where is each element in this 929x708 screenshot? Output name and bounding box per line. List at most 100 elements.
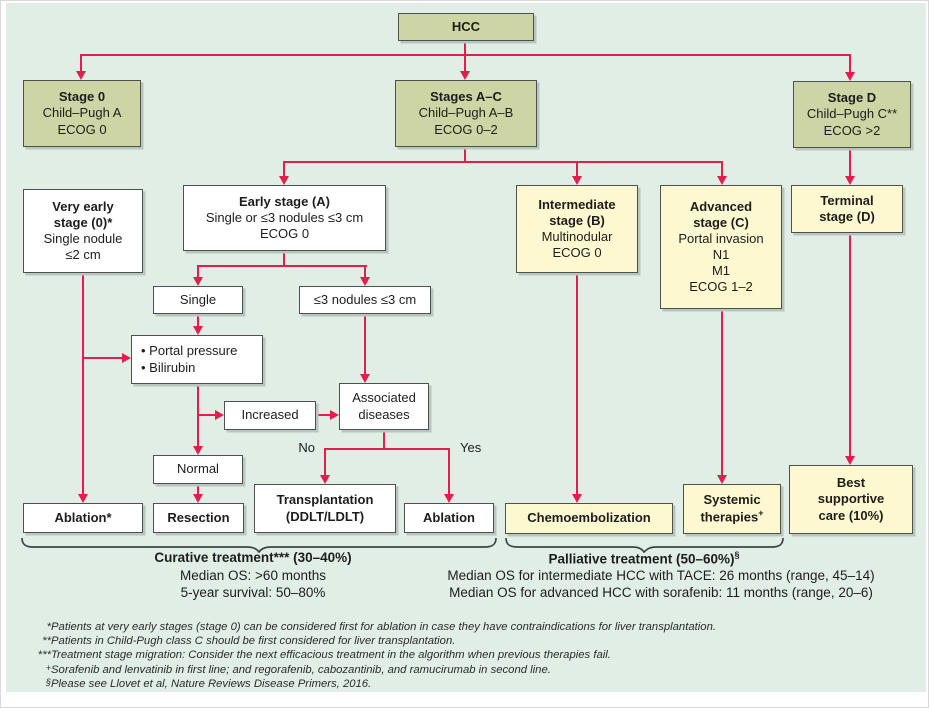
connector-line (81, 54, 851, 56)
connector-line (284, 161, 723, 163)
node-advanced-line: ECOG 1–2 (689, 279, 753, 295)
node-stage-0-line: Child–Pugh A (42, 105, 122, 121)
node-very-early-stage: Very early stage (0)* Single nodule ≤2 c… (23, 189, 143, 273)
node-portal-line: • Portal pressure (141, 343, 238, 359)
connector-line (383, 430, 385, 449)
node-hcc: HCC (398, 13, 534, 41)
connector-line (197, 314, 199, 327)
node-normal: Normal (153, 455, 243, 484)
node-3-nodules: ≤3 nodules ≤3 cm (299, 286, 431, 314)
arrowhead-icon (717, 176, 727, 185)
arrowhead-icon (360, 277, 370, 286)
footnote-text: Patients in Child-Pugh class C should be… (51, 635, 456, 648)
node-intermediate-title: Intermediate (538, 196, 616, 212)
connector-line (364, 265, 366, 278)
node-normal-label: Normal (177, 461, 219, 477)
curative-brace (21, 537, 497, 553)
connector-line (721, 309, 723, 476)
connector-line (576, 161, 578, 177)
node-very-early-title: Very early (52, 198, 114, 214)
connector-line (197, 265, 367, 267)
connector-line (448, 448, 450, 495)
node-resection: Resection (153, 503, 244, 533)
arrowhead-icon (845, 72, 855, 81)
node-stage-d: Stage D Child–Pugh C** ECOG >2 (793, 81, 911, 148)
connector-line (283, 161, 285, 177)
node-advanced-line: N1 (712, 247, 730, 262)
node-systemic-sup: + (758, 508, 764, 519)
palliative-title-sup: § (734, 550, 740, 560)
connector-line (464, 54, 466, 72)
node-systemic-therapies: Systemic therapies+ (683, 484, 781, 534)
connector-line (283, 251, 285, 266)
node-resection-label: Resection (167, 509, 230, 525)
footnote-double-asterisk: **Patients in Child-Pugh class C should … (27, 634, 911, 648)
node-advanced-line: Portal invasion (678, 230, 764, 246)
connector-line (849, 148, 851, 177)
arrowhead-icon (460, 71, 470, 80)
palliative-treatment-title: Palliative treatment (50–60%)§ (494, 550, 794, 567)
node-very-early-line: Single nodule (43, 231, 123, 246)
curative-median-os: Median OS: >60 months (180, 568, 326, 583)
node-early-line: Single or ≤3 nodules ≤3 cm (205, 209, 364, 225)
node-stage-d-title: Stage D (827, 90, 877, 106)
connector-line (464, 41, 466, 55)
node-very-early-title: stage (0)* (53, 214, 113, 230)
node-early-stage-a: Early stage (A) Single or ≤3 nodules ≤3 … (183, 185, 386, 251)
node-advanced-title: stage (C) (693, 214, 749, 230)
footnote-text: Treatment stage migration: Consider the … (51, 649, 611, 662)
arrowhead-icon (572, 176, 582, 185)
node-portal-pressure-bilirubin: • Portal pressure • Bilirubin (131, 335, 263, 384)
node-intermediate-stage-b: Intermediate stage (B) Multinodular ECOG… (516, 185, 638, 273)
node-very-early-line: ≤2 cm (65, 247, 101, 263)
node-hcc-label: HCC (451, 18, 481, 34)
node-stage-0: Stage 0 Child–Pugh A ECOG 0 (23, 80, 141, 147)
arrowhead-icon (193, 446, 203, 455)
footnote-text: Please see Llovet et al, Nature Reviews … (51, 677, 372, 690)
connector-line (82, 357, 123, 359)
node-stages-a-c: Stages A–C Child–Pugh A–B ECOG 0–2 (395, 80, 537, 147)
arrowhead-icon (717, 475, 727, 484)
node-ablation: Ablation (404, 503, 494, 533)
arrowhead-icon (330, 410, 339, 420)
arrowhead-icon (320, 475, 330, 484)
node-chemoembolization-label: Chemoembolization (527, 510, 651, 526)
footnote-marker: + (45, 662, 51, 673)
node-stage-0-line: ECOG 0 (57, 121, 107, 137)
node-stage-d-line: Child–Pugh C** (806, 106, 898, 122)
node-transplantation-title: (DDLT/LDLT) (285, 508, 365, 524)
node-increased: Increased (224, 401, 316, 430)
arrowhead-icon (845, 456, 855, 465)
connector-line (849, 54, 851, 72)
node-stage-d-line: ECOG >2 (823, 122, 881, 138)
node-advanced-stage-c: Advanced stage (C) Portal invasion N1 M1… (660, 185, 782, 309)
node-systemic-title: Systemic (703, 492, 761, 508)
footnote-marker: ** (42, 635, 51, 648)
arrowhead-icon (193, 326, 203, 335)
node-intermediate-line: Multinodular (541, 229, 613, 244)
node-advanced-title: Advanced (689, 198, 753, 214)
connector-line (316, 414, 331, 416)
arrowhead-icon (444, 494, 454, 503)
node-portal-line: • Bilirubin (141, 359, 196, 375)
palliative-median-os-sorafenib: Median OS for advanced HCC with sorafeni… (449, 585, 873, 600)
node-associated-diseases: Associated diseases (339, 383, 429, 430)
arrowhead-icon (193, 277, 203, 286)
arrowhead-icon (845, 176, 855, 185)
arrowhead-icon (279, 176, 289, 185)
node-transplantation-title: Transplantation (276, 492, 374, 508)
footnote-marker: *** (37, 649, 51, 662)
node-stage-0-title: Stage 0 (58, 89, 106, 105)
node-3-nodules-label: ≤3 nodules ≤3 cm (313, 291, 417, 307)
arrowhead-icon (572, 494, 582, 503)
footnote-section: §Please see Llovet et al, Nature Reviews… (27, 677, 911, 691)
node-intermediate-line: ECOG 0 (552, 245, 602, 261)
node-terminal-stage-d: Terminal stage (D) (791, 185, 903, 233)
node-best-supportive-care: Best supportive care (10%) (789, 465, 913, 534)
connector-line (464, 147, 466, 162)
footnote-plus: +Sorafenib and lenvatinib in first line;… (27, 663, 911, 677)
node-bsc-title: supportive (817, 491, 885, 507)
footnote-text: Patients at very early stages (stage 0) … (51, 621, 716, 633)
curative-5yr-survival: 5-year survival: 50–80% (180, 585, 326, 600)
